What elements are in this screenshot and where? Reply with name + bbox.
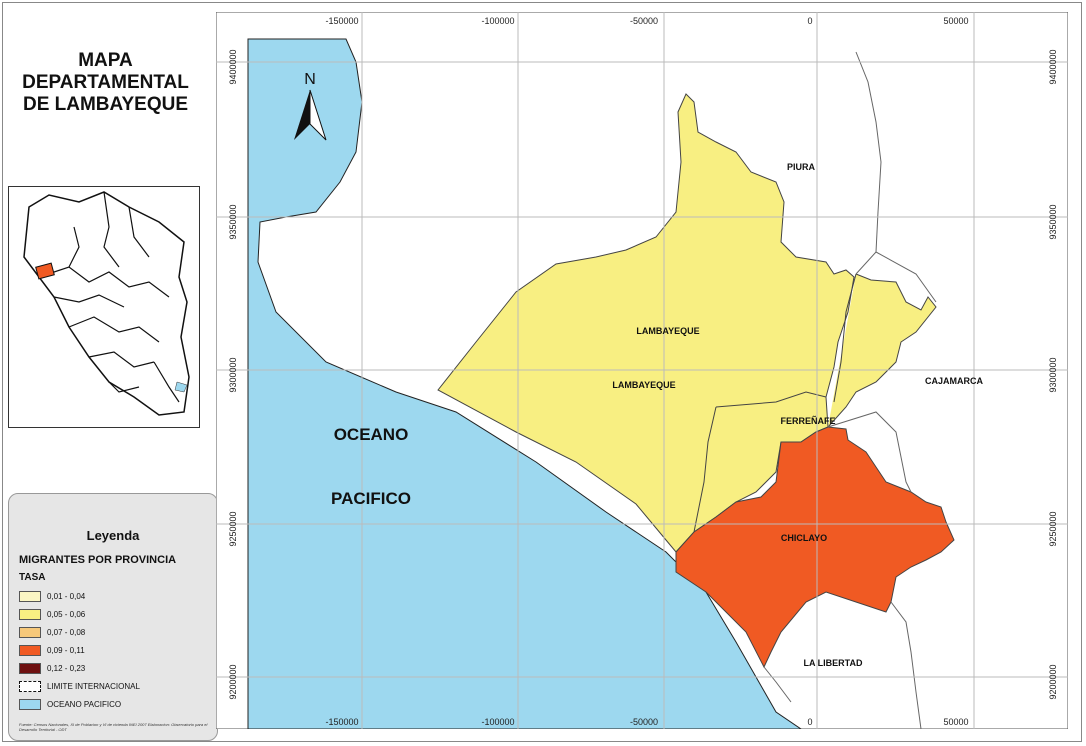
y-label-right: 9300000 bbox=[1048, 357, 1058, 392]
map-title: MAPA DEPARTAMENTAL DE LAMBAYEQUE bbox=[8, 50, 203, 116]
x-label-top: 0 bbox=[807, 16, 812, 26]
x-label-top: -50000 bbox=[630, 16, 658, 26]
province-boundary bbox=[693, 273, 857, 533]
map-title-line-1: MAPA bbox=[78, 50, 133, 71]
label-cajamarca: CAJAMARCA bbox=[925, 376, 983, 386]
x-label-top: -150000 bbox=[325, 16, 358, 26]
y-label-right: 9350000 bbox=[1048, 204, 1058, 239]
titicaca-lake bbox=[174, 381, 188, 393]
region-ferrenafe-split bbox=[827, 273, 937, 428]
label-pacifico: PACIFICO bbox=[331, 489, 411, 508]
label-la-libertad: LA LIBERTAD bbox=[804, 658, 863, 668]
label-lambayeque-city: LAMBAYEQUE bbox=[612, 380, 675, 390]
legend-source-note: Fuente: Censos Nacionales, XI de Poblaci… bbox=[19, 722, 208, 732]
legend-swatch bbox=[19, 644, 41, 656]
legend-swatch bbox=[19, 626, 41, 638]
peru-inset-svg bbox=[23, 191, 190, 416]
y-label-left: 9200000 bbox=[228, 664, 238, 699]
legend-item-label: OCEANO PACIFICO bbox=[47, 699, 122, 709]
legend-panel: Leyenda MIGRANTES POR PROVINCIA TASA 0,0… bbox=[8, 493, 218, 741]
legend-rate-label: TASA bbox=[19, 572, 46, 583]
x-label-bottom: 50000 bbox=[943, 717, 968, 727]
y-label-right: 9250000 bbox=[1048, 511, 1058, 546]
legend-item-label: 0,05 - 0,06 bbox=[47, 609, 86, 619]
legend-swatch bbox=[19, 590, 41, 602]
ocean-area bbox=[247, 38, 803, 730]
peru-outline bbox=[23, 191, 190, 416]
label-ferrenafe: FERREÑAFE bbox=[780, 416, 835, 426]
legend-item: LIMITE INTERNACIONAL bbox=[19, 679, 140, 693]
neighbor-boundaries bbox=[763, 51, 937, 730]
x-label-top: 50000 bbox=[943, 16, 968, 26]
legend-item: 0,07 - 0,08 bbox=[19, 625, 85, 639]
north-arrow-label: N bbox=[304, 71, 316, 88]
legend-item-label: 0,07 - 0,08 bbox=[47, 627, 86, 637]
region-chiclayo bbox=[675, 426, 955, 669]
map-title-line-3: DE LAMBAYEQUE bbox=[22, 94, 189, 115]
legend-item: 0,09 - 0,11 bbox=[19, 643, 85, 657]
x-label-bottom: -100000 bbox=[481, 717, 514, 727]
y-label-right: 9200000 bbox=[1048, 664, 1058, 699]
peru-inset-map bbox=[8, 186, 200, 428]
legend-title: Leyenda bbox=[86, 528, 140, 543]
legend-item: 0,12 - 0,23 bbox=[19, 661, 85, 675]
label-lambayeque-province: LAMBAYEQUE bbox=[636, 326, 699, 336]
y-label-right: 9400000 bbox=[1048, 49, 1058, 84]
map-title-line-2: DEPARTAMENTAL bbox=[22, 72, 189, 93]
y-label-left: 9350000 bbox=[228, 204, 238, 239]
legend-swatch-dashed bbox=[19, 680, 41, 692]
x-label-bottom: 0 bbox=[807, 717, 812, 727]
legend-swatch bbox=[19, 662, 41, 674]
legend-swatch bbox=[19, 608, 41, 620]
main-map-svg: -150000 -100000 -50000 0 50000 -150000 -… bbox=[215, 11, 1069, 730]
main-map: -150000 -100000 -50000 0 50000 -150000 -… bbox=[215, 11, 1069, 730]
legend-item-label: 0,01 - 0,04 bbox=[47, 591, 86, 601]
legend-item: 0,01 - 0,04 bbox=[19, 589, 85, 603]
legend-item-label: 0,12 - 0,23 bbox=[47, 663, 86, 673]
legend-swatch bbox=[19, 698, 41, 710]
peru-regions bbox=[38, 191, 180, 403]
north-arrow-icon bbox=[294, 90, 310, 140]
label-oceano: OCEANO bbox=[334, 425, 409, 444]
label-chiclayo: CHICLAYO bbox=[781, 533, 827, 543]
legend-subtitle: MIGRANTES POR PROVINCIA bbox=[19, 554, 177, 566]
lambayeque-highlight bbox=[35, 262, 55, 280]
y-label-left: 9400000 bbox=[228, 49, 238, 84]
legend-item-label: LIMITE INTERNACIONAL bbox=[47, 681, 140, 691]
north-arrow: N bbox=[294, 71, 327, 141]
x-label-bottom: -50000 bbox=[630, 717, 658, 727]
y-label-left: 9300000 bbox=[228, 357, 238, 392]
legend-item: 0,05 - 0,06 bbox=[19, 607, 85, 621]
x-label-bottom: -150000 bbox=[325, 717, 358, 727]
legend-item-label: 0,09 - 0,11 bbox=[47, 645, 85, 655]
y-label-left: 9250000 bbox=[228, 511, 238, 546]
x-label-top: -100000 bbox=[481, 16, 514, 26]
label-piura: PIURA bbox=[787, 162, 816, 172]
legend-item: OCEANO PACIFICO bbox=[19, 697, 121, 711]
graticule bbox=[216, 12, 1068, 729]
